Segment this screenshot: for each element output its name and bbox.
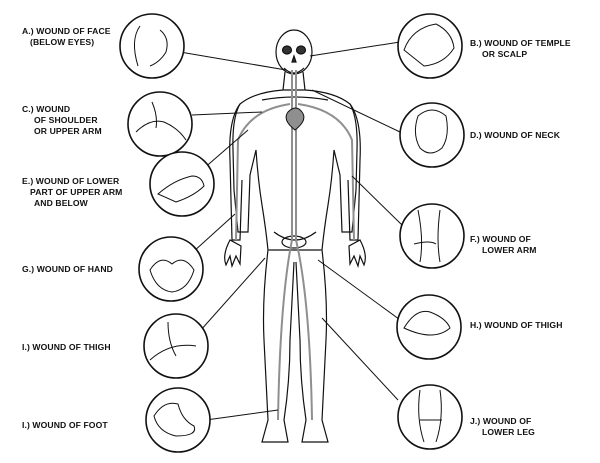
right-leg-outline [295,249,329,443]
label-e: E.) WOUND OF LOWER PART OF UPPER ARM AND… [22,176,123,208]
vignette-foot [145,387,211,453]
vignette-lower-upper-arm [149,151,215,217]
vignette-lower-leg [397,384,463,450]
skull-icon [275,29,313,75]
label-a: A.) WOUND OF FACE (BELOW EYES) [22,26,111,47]
vignette-hand [138,236,204,302]
left-arm-outline [229,103,243,241]
arteries [235,70,355,421]
heart-icon [285,107,305,131]
label-d: D.) WOUND OF NECK [470,130,561,140]
label-f: F.) WOUND OF LOWER ARM [470,234,537,255]
right-hand-outline [348,239,366,269]
label-i-thigh: I.) WOUND OF THIGH [22,342,111,352]
vignette-lower-arm [399,203,465,269]
vignette-shoulder [127,91,193,157]
left-leg-outline [261,249,295,443]
vignette-face [119,13,185,79]
left-hand-outline [224,239,242,269]
vignettes [119,13,465,453]
body-figure [224,29,366,443]
vignette-neck [399,102,465,168]
label-h: H.) WOUND OF THIGH [470,320,563,330]
label-i-foot: I.) WOUND OF FOOT [22,420,108,430]
label-g: G.) WOUND OF HAND [22,264,113,274]
label-j: J.) WOUND OF LOWER LEG [470,416,535,437]
vignette-temple [397,13,463,79]
label-c: C.) WOUND OF SHOULDER OR UPPER ARM [22,104,102,136]
label-b: B.) WOUND OF TEMPLE OR SCALP [470,38,571,59]
vignette-thigh-h [396,294,462,360]
leader-lines [179,41,404,421]
